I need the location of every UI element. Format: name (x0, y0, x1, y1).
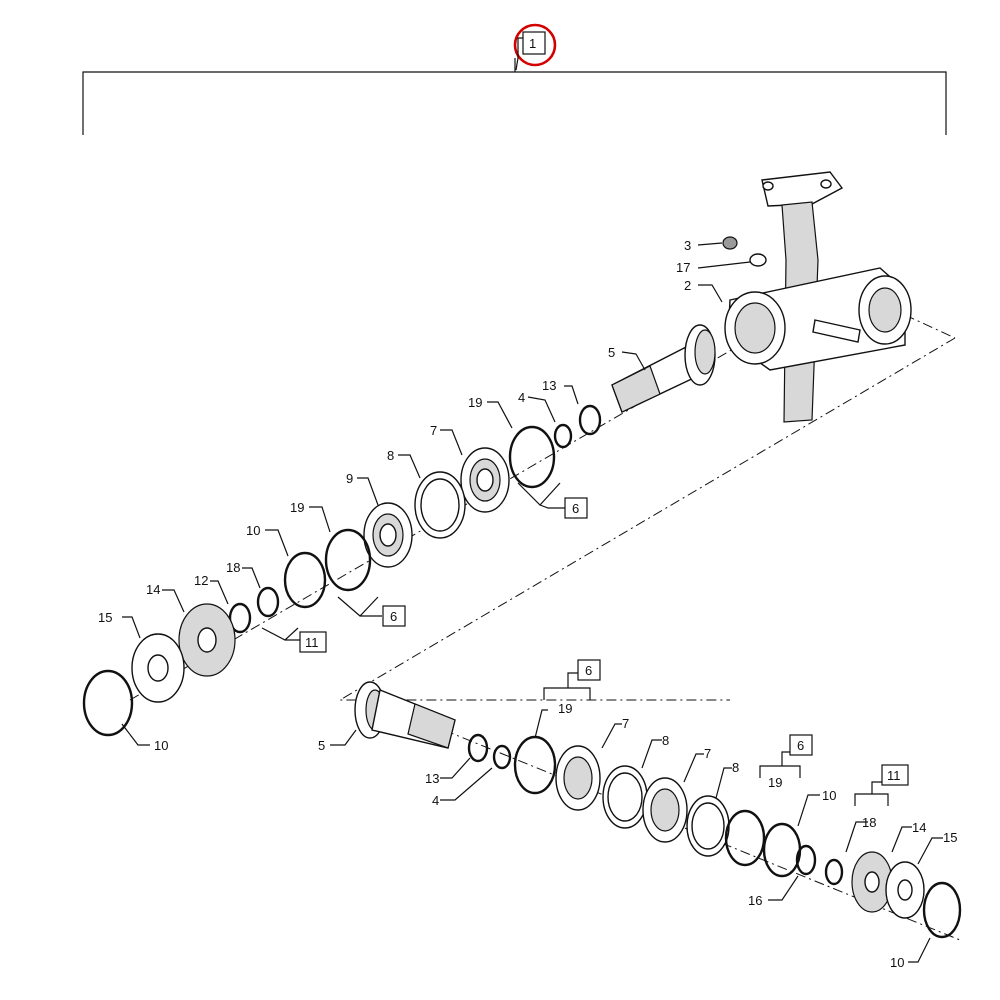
label-part-9: 9 (346, 471, 353, 486)
upper-shaft-part (611, 324, 716, 413)
label-part-10c: 10 (822, 788, 836, 803)
label-part-10a: 10 (246, 523, 260, 538)
assembly-ref-label: 1 (529, 36, 536, 51)
label-part-14a: 14 (146, 582, 160, 597)
group-brackets (261, 482, 889, 806)
housing-part (724, 171, 912, 423)
oring-19a (508, 425, 556, 489)
svg-text:6: 6 (585, 663, 592, 678)
label-part-7a: 7 (430, 423, 437, 438)
label-part-5a: 5 (608, 345, 615, 360)
label-part-8c: 8 (732, 760, 739, 775)
label-part-16: 16 (748, 893, 762, 908)
bearing-7b (555, 745, 601, 811)
washer-15b-hole (897, 879, 913, 901)
bearing-7a (460, 447, 510, 513)
label-part-15b: 15 (943, 830, 957, 845)
box-ref-11b[interactable]: 11 (881, 764, 909, 786)
box-ref-6c[interactable]: 6 (577, 659, 601, 681)
oring-19d (724, 809, 766, 867)
oring-19c (513, 735, 557, 795)
label-part-4a: 4 (518, 390, 525, 405)
axis-line-right (904, 314, 956, 339)
ring-18a (256, 586, 280, 618)
ring-16 (795, 844, 817, 876)
label-part-2: 2 (684, 278, 691, 293)
ring-13a (578, 404, 602, 436)
assembly-callout[interactable]: 1 (513, 23, 557, 71)
svg-text:11: 11 (305, 635, 319, 650)
ring-8b-inner (607, 772, 643, 822)
box-ref-11a[interactable]: 11 (299, 631, 327, 653)
box-ref-6a[interactable]: 6 (564, 497, 588, 519)
label-part-17: 17 (676, 260, 690, 275)
label-part-10d: 10 (890, 955, 904, 970)
label-part-18b: 18 (862, 815, 876, 830)
snap-ring-10a (283, 551, 327, 609)
label-part-15a: 15 (98, 610, 112, 625)
ring-12 (228, 602, 252, 634)
disk-14a-hole (197, 627, 217, 653)
oring-19b (324, 528, 372, 592)
label-part-19d: 19 (768, 775, 782, 790)
label-part-13a: 13 (542, 378, 556, 393)
ring-18b (824, 858, 844, 886)
label-part-19b: 19 (290, 500, 304, 515)
lower-shaft-part (354, 681, 456, 749)
bearing-7c (642, 777, 688, 843)
highlight-circle (513, 23, 557, 67)
label-part-19a: 19 (468, 395, 482, 410)
ring-13b (467, 733, 489, 763)
part-labels: 3 17 2 5 13 4 19 7 8 9 19 10 18 12 14 15… (98, 238, 957, 970)
snap-ring-10d (922, 881, 962, 939)
box-ref-6d[interactable]: 6 (789, 734, 813, 756)
label-part-18a: 18 (226, 560, 240, 575)
label-part-12: 12 (194, 573, 208, 588)
box-ref-6b[interactable]: 6 (382, 605, 406, 627)
axis-line-lower (369, 699, 961, 941)
snap-ring-10b (82, 669, 134, 737)
label-part-8b: 8 (662, 733, 669, 748)
label-part-3: 3 (684, 238, 691, 253)
svg-text:11: 11 (887, 768, 901, 783)
svg-text:6: 6 (797, 738, 804, 753)
bearing-9 (363, 502, 413, 568)
label-part-4b: 4 (432, 793, 439, 808)
ring-8a-inner (420, 478, 460, 532)
ring-8c-inner (691, 802, 725, 850)
label-part-7b: 7 (622, 716, 629, 731)
ring-4a (553, 423, 573, 449)
washer-15a-hole (147, 654, 169, 682)
svg-text:6: 6 (390, 609, 397, 624)
snap-ring-10c (762, 822, 802, 878)
assembly-bracket (82, 58, 947, 135)
bolt-part (722, 236, 767, 267)
label-part-19c: 19 (558, 701, 572, 716)
disk-14b-hole (864, 871, 880, 893)
ring-4b (492, 744, 512, 770)
label-part-8a: 8 (387, 448, 394, 463)
svg-text:6: 6 (572, 501, 579, 516)
leader-lines (121, 242, 943, 963)
label-part-14b: 14 (912, 820, 926, 835)
label-part-5b: 5 (318, 738, 325, 753)
label-part-13b: 13 (425, 771, 439, 786)
label-part-7c: 7 (704, 746, 711, 761)
label-part-10b: 10 (154, 738, 168, 753)
